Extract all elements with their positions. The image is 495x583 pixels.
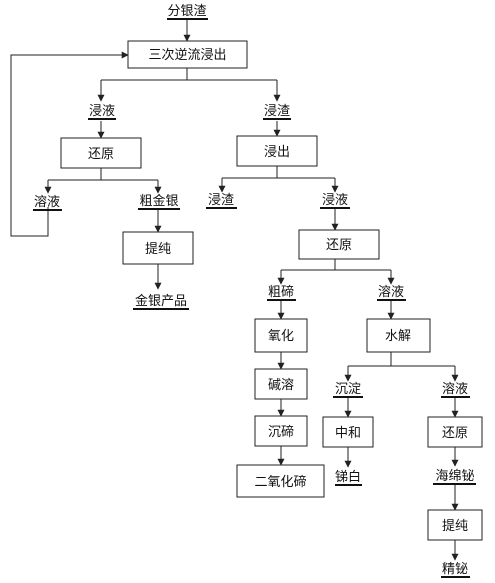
process-boxes xyxy=(60,40,483,541)
label-te-dioxide: 二氧化碲 xyxy=(254,474,306,490)
box-reduction-1 xyxy=(60,137,142,169)
box-reduction-2 xyxy=(298,229,380,260)
box-hydrolysis xyxy=(366,318,431,353)
label-oxidation: 氧化 xyxy=(268,329,294,344)
label-neutralize: 中和 xyxy=(335,426,361,441)
label-purify-1: 提纯 xyxy=(145,241,171,257)
box-neutralize xyxy=(322,416,374,448)
label-leach: 浸出 xyxy=(264,145,290,160)
label-refined-bismuth: 精铋 xyxy=(442,562,468,577)
label-crude-gold-silver: 粗金银 xyxy=(139,193,178,209)
box-countercurrent-leach xyxy=(127,40,248,69)
connectors xyxy=(10,20,459,561)
label-hydrolysis: 水解 xyxy=(385,329,411,344)
box-purify-2 xyxy=(427,509,483,541)
labels: 分银渣 三次逆流浸出 浸液 还原 溶液 粗金银 提纯 金银产品 浸渣 浸出 浸渣… xyxy=(34,4,475,577)
box-oxidation xyxy=(254,318,308,353)
label-leach-residue-2: 浸渣 xyxy=(208,193,234,208)
label-leachate-2: 浸液 xyxy=(322,193,348,208)
label-solution-2: 溶液 xyxy=(378,285,404,300)
box-purify-1 xyxy=(122,231,194,265)
box-leach xyxy=(236,135,318,167)
label-gold-silver-product: 金银产品 xyxy=(135,293,187,309)
label-te-precipitation: 沉碲 xyxy=(268,424,294,440)
label-antimony-white: 锑白 xyxy=(335,469,361,485)
label-sponge-bismuth: 海绵铋 xyxy=(435,469,474,484)
label-solution-1: 溶液 xyxy=(34,195,60,210)
label-reduction-1: 还原 xyxy=(88,147,114,162)
label-leach-residue-1: 浸渣 xyxy=(264,104,290,119)
box-alkali-dissolve xyxy=(254,368,308,400)
box-te-precipitation xyxy=(254,415,308,447)
label-alkali-dissolve: 碱溶 xyxy=(268,378,294,393)
label-solution-3: 溶液 xyxy=(442,382,468,397)
label-reduction-3: 还原 xyxy=(442,426,468,441)
label-precipitate: 沉淀 xyxy=(335,382,361,397)
box-te-dioxide xyxy=(236,464,325,498)
label-crude-tellurium: 粗碲 xyxy=(268,284,294,300)
label-countercurrent-leach: 三次逆流浸出 xyxy=(148,47,226,63)
label-underlines xyxy=(33,18,476,578)
label-leachate-1: 浸液 xyxy=(89,104,115,119)
box-reduction-3 xyxy=(427,416,483,448)
label-reduction-2: 还原 xyxy=(326,238,352,253)
label-purify-2: 提纯 xyxy=(442,518,468,534)
label-silver-residue: 分银渣 xyxy=(167,4,206,19)
